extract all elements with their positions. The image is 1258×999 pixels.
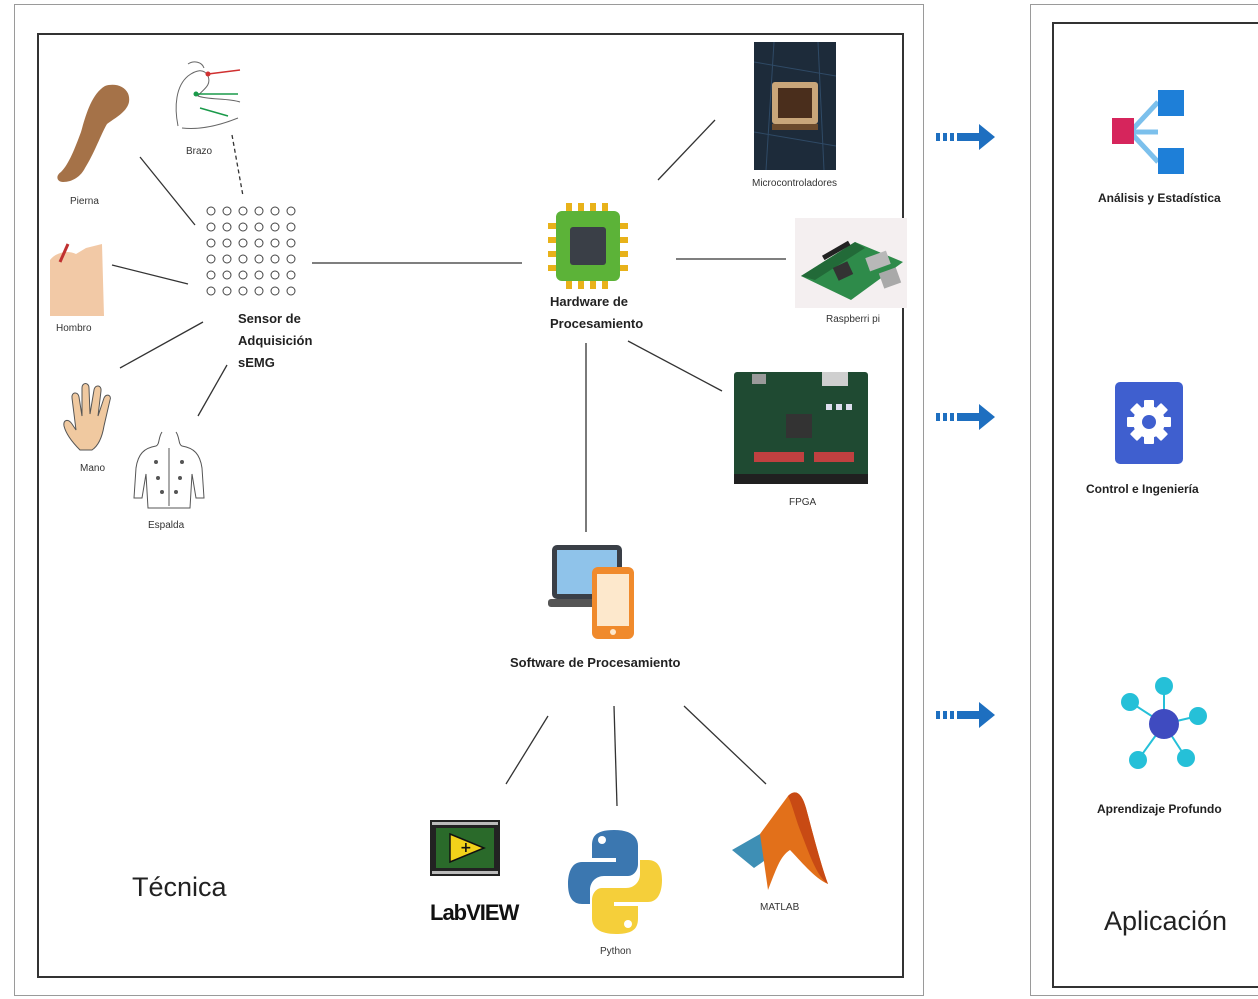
hardware-label-line2: Procesamiento [550, 316, 644, 331]
espalda-label: Espalda [148, 520, 185, 531]
arrow-right-icon [936, 404, 995, 430]
tecnica-title: Técnica [132, 872, 227, 902]
electrode-dot [286, 286, 296, 296]
fpga-board-photo [730, 364, 872, 489]
electrode-dot [222, 254, 232, 264]
pierna-label: Pierna [70, 196, 99, 207]
labview-logo-icon: + [430, 820, 500, 876]
svg-text:+: + [460, 840, 472, 856]
electrode-array-icon [206, 206, 296, 296]
electrode-dot [222, 286, 232, 296]
microcontroller-photo [754, 42, 836, 170]
aplicacion-outer-frame [1030, 4, 1258, 996]
network-icon [1121, 677, 1207, 769]
tecnica-outer-frame [14, 4, 924, 996]
electrode-dot [238, 270, 248, 280]
electrode-dot [270, 254, 280, 264]
electrode-dot [254, 254, 264, 264]
app-item-analisis-label: Análisis y Estadística [1098, 191, 1221, 205]
electrode-dot [206, 238, 216, 248]
electrode-dot [270, 222, 280, 232]
hombro-label: Hombro [56, 323, 92, 334]
electrode-dot [270, 286, 280, 296]
sensor-label-line3: sEMG [238, 355, 275, 370]
electrode-dot [270, 238, 280, 248]
hierarchy-icon [1112, 90, 1184, 174]
arrow-right-icon [936, 124, 995, 150]
electrode-dot [206, 222, 216, 232]
hand-icon [63, 383, 111, 451]
electrode-dot [206, 286, 216, 296]
electrode-dot [238, 238, 248, 248]
raspberry-label: Raspberri pi [826, 314, 880, 325]
python-label: Python [600, 946, 632, 957]
laptop-phone-icon [548, 545, 634, 639]
arm-icon [175, 61, 241, 129]
electrode-dot [222, 222, 232, 232]
shoulder-icon [50, 243, 104, 316]
sensor-label-line2: Adquisición [238, 333, 313, 348]
mano-label: Mano [80, 463, 106, 474]
brazo-label: Brazo [186, 146, 213, 157]
raspberry-pi-photo [795, 218, 907, 308]
leg-icon [57, 84, 130, 182]
tecnica-panel [37, 33, 904, 978]
app-item-control-label: Control e Ingeniería [1086, 482, 1199, 496]
electrode-dot [254, 270, 264, 280]
micro-label: Microcontroladores [752, 178, 838, 189]
electrode-dot [286, 238, 296, 248]
app-item-aprendizaje-label: Aprendizaje Profundo [1097, 802, 1222, 816]
electrode-dot [270, 206, 280, 216]
software-label: Software de Procesamiento [510, 655, 681, 670]
electrode-dot [206, 254, 216, 264]
electrode-dot [286, 206, 296, 216]
electrode-dot [286, 270, 296, 280]
matlab-label: MATLAB [760, 902, 800, 913]
electrode-dot [270, 270, 280, 280]
electrode-dot [206, 206, 216, 216]
electrode-dot [286, 254, 296, 264]
hardware-label: Hardware de Procesamiento [550, 291, 643, 335]
electrode-dot [206, 270, 216, 280]
processor-chip-icon [548, 203, 628, 289]
python-logo-icon [568, 830, 662, 934]
electrode-dot [254, 286, 264, 296]
electrode-dot [254, 238, 264, 248]
sensor-label-line1: Sensor de [238, 311, 301, 326]
electrode-dot [238, 254, 248, 264]
labview-label: LabVIEW [430, 900, 519, 925]
sensor-label: Sensor de Adquisición sEMG [238, 308, 312, 374]
gear-icon [1115, 382, 1183, 464]
aplicacion-title: Aplicación [1104, 906, 1228, 936]
electrode-dot [238, 286, 248, 296]
electrode-dot [286, 222, 296, 232]
electrode-dot [222, 238, 232, 248]
electrode-dot [222, 206, 232, 216]
electrode-dot [238, 206, 248, 216]
fpga-label: FPGA [789, 497, 817, 508]
back-icon [133, 431, 205, 509]
electrode-dot [222, 270, 232, 280]
arrow-right-icon [936, 702, 995, 728]
hardware-label-line1: Hardware de [550, 294, 629, 309]
electrode-dot [238, 222, 248, 232]
electrode-dot [254, 222, 264, 232]
matlab-logo-icon [732, 792, 828, 890]
aplicacion-panel [1052, 22, 1258, 988]
electrode-dot [254, 206, 264, 216]
